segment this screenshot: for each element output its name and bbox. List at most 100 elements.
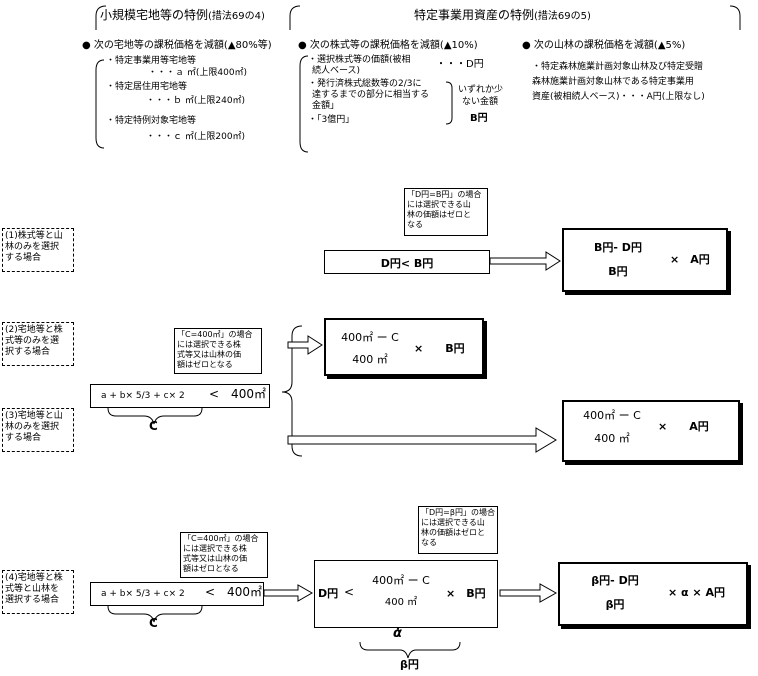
forest-line3: 資産(被相続人ベース)・・・A円(上限なし) <box>532 92 705 102</box>
formula-4-denominator: 400 ㎡ <box>384 597 418 608</box>
left-title-bracket <box>95 5 107 30</box>
formula-2-box <box>324 318 484 376</box>
note-d-equals-beta: 「D円=β円」の場合 には選択できる山 林の価額はゼロと なる <box>418 506 498 554</box>
c-underbrace-1 <box>107 407 203 425</box>
formula-3-times-a: × A円 <box>658 420 709 433</box>
left-title-text: 小規模宅地等の特例 <box>100 8 209 22</box>
d-less-b-text: D円< B円 <box>380 257 434 270</box>
forest-head: ● 次の山林の課税価格を減額(▲5%) <box>522 40 685 52</box>
right-title-ref: (措法69の5) <box>534 11 591 22</box>
right-title-bracket-left <box>289 5 301 30</box>
arrow-case2 <box>287 335 323 355</box>
case-line: する場合 <box>5 253 42 263</box>
note-c-400-b: 「C=400㎡」の場合 には選択できる株 式等又は山林の価 額はゼロとなる <box>180 532 268 578</box>
formula-5-box <box>558 562 748 626</box>
case-line: (1)株式等と山 <box>5 231 63 241</box>
formula-1-box <box>562 228 728 292</box>
formula-3-numerator: 400㎡ ー C <box>583 409 641 422</box>
forest-head-text: 次の山林の課税価格を減額(▲5%) <box>533 40 686 51</box>
case-line: (4)宅地等と株 <box>5 573 63 583</box>
note-line: 式等又は山林の価 <box>177 350 241 359</box>
case-line: 選択する場合 <box>5 595 60 605</box>
land-item-1-value: ・・・ａ ㎡(上限400㎡) <box>148 68 248 78</box>
sum-expression-box-1: a + b× 5/3 + c× 2 < 400㎡ <box>90 384 270 408</box>
note-line: 「D円=B円」の場合 <box>407 190 482 199</box>
left-title-ref: (措法69の4) <box>208 11 265 22</box>
formula-5-numerator: β円- D円 <box>591 574 639 587</box>
stock-item1-line1: ・選択株式等の価額(被相 <box>308 55 411 65</box>
note-line: には選択できる株 <box>183 544 247 553</box>
stock-list-brace <box>299 55 309 153</box>
bullet-mark: ● <box>82 40 91 51</box>
right-title: 特定事業用資産の特例(措法69の5) <box>414 8 591 23</box>
note-line: 林の価額はゼロと <box>421 528 485 537</box>
less-400: < 400㎡ <box>209 387 266 401</box>
case-line: (3)宅地等と山 <box>5 411 63 421</box>
stock-head: ● 次の株式等の課税価格を減額(▲10%) <box>298 40 478 52</box>
land-item-1-label: ・特定事業用等宅地等 <box>106 56 197 66</box>
stock-item1-line2: 続人ベース) <box>312 66 361 76</box>
stock-item1-value: ・・・D円 <box>436 59 484 70</box>
formula-1-times-a: × A円 <box>670 253 710 266</box>
less-400: < 400㎡ <box>205 585 262 599</box>
left-title: 小規模宅地等の特例(措法69の4) <box>100 8 265 23</box>
formula-2-numerator: 400㎡ ー C <box>341 331 399 344</box>
land-item-3-label: ・特定特例対象宅地等 <box>106 116 197 126</box>
note-line: なる <box>407 220 423 229</box>
formula-4-numerator: 400㎡ ー C <box>372 574 430 587</box>
arrow-case4a <box>263 584 314 602</box>
formula-2-denominator: 400 ㎡ <box>352 353 388 366</box>
note-line: には選択できる山 <box>407 200 471 209</box>
formula-5-tail: × α × A円 <box>668 586 725 599</box>
note-line: には選択できる山 <box>421 518 485 527</box>
c-underbrace-2 <box>107 605 203 623</box>
stock-item2-line3: 金額」 <box>312 101 340 111</box>
note-line: 「C=400㎡」の場合 <box>183 534 259 543</box>
land-item-3-value: ・・・ｃ ㎡(上限200㎡) <box>146 132 246 142</box>
formula-3-box <box>562 400 740 462</box>
land-head-text: 次の宅地等の課税価格を減額(▲80%等) <box>93 40 272 51</box>
note-line: 「D円=β円」の場合 <box>421 508 495 517</box>
lesser-line2: ない金額 <box>462 97 499 107</box>
case-line: 択する場合 <box>5 347 51 357</box>
note-line: 額はゼロとなる <box>177 360 233 369</box>
bullet-mark: ● <box>522 40 531 51</box>
forest-line1: ・特定森林施業計画対象山林及び特定受贈 <box>532 62 704 72</box>
note-line: 額はゼロとなる <box>183 564 239 573</box>
case-4-label: (4)宅地等と株 式等と山林を 選択する場合 <box>2 570 74 614</box>
formula-4-lt: < <box>344 585 355 599</box>
note-line: 林の価額はゼロと <box>407 210 471 219</box>
sum-expression-box-2: a + b× 5/3 + c× 2 < 400㎡ <box>90 582 264 606</box>
formula-1-numerator: B円- D円 <box>594 241 642 254</box>
beta-label: β円 <box>400 658 419 671</box>
stock-item2-line1: ・発行済株式総数等の2/3に <box>308 79 422 89</box>
branch-brace-bottom <box>281 391 303 457</box>
stock-head-text: 次の株式等の課税価格を減額(▲10%) <box>309 40 478 51</box>
land-item-2-label: ・特定居住用宅地等 <box>106 82 188 92</box>
formula-4-times-b: × B円 <box>446 587 486 600</box>
note-d-equals-b: 「D円=B円」の場合 には選択できる山 林の価額はゼロと なる <box>404 188 488 236</box>
bullet-mark: ● <box>298 40 307 51</box>
arrow-case1 <box>489 251 561 271</box>
c-label-1: C <box>149 419 158 433</box>
note-line: 式等又は山林の価 <box>183 554 247 563</box>
note-c-400-a: 「C=400㎡」の場合 には選択できる株 式等又は山林の価 額はゼロとなる <box>174 328 262 374</box>
lesser-value: B円 <box>470 113 488 124</box>
case-line: (2)宅地等と株 <box>5 325 63 335</box>
case-3-label: (3)宅地等と山 林のみを選択 する場合 <box>2 408 74 452</box>
land-head: ● 次の宅地等の課税価格を減額(▲80%等) <box>82 40 272 52</box>
stock-item3: ・「3億円」 <box>308 115 355 125</box>
case-line: 式等のみを選 <box>5 336 60 346</box>
case-line: する場合 <box>5 433 42 443</box>
formula-2-times-b: × B円 <box>414 342 465 355</box>
forest-line2: 森林施業計画対象山林である特定事業用 <box>532 77 694 87</box>
land-list-brace <box>95 59 105 149</box>
arrow-case4b <box>499 583 558 603</box>
case-2-label: (2)宅地等と株 式等のみを選 択する場合 <box>2 322 74 366</box>
note-line: なる <box>421 538 437 547</box>
case-line: 式等と山林を <box>5 584 60 594</box>
branch-brace-top <box>281 325 303 393</box>
formula-4-d: D円 <box>318 587 339 600</box>
beta-underbrace <box>359 641 461 659</box>
